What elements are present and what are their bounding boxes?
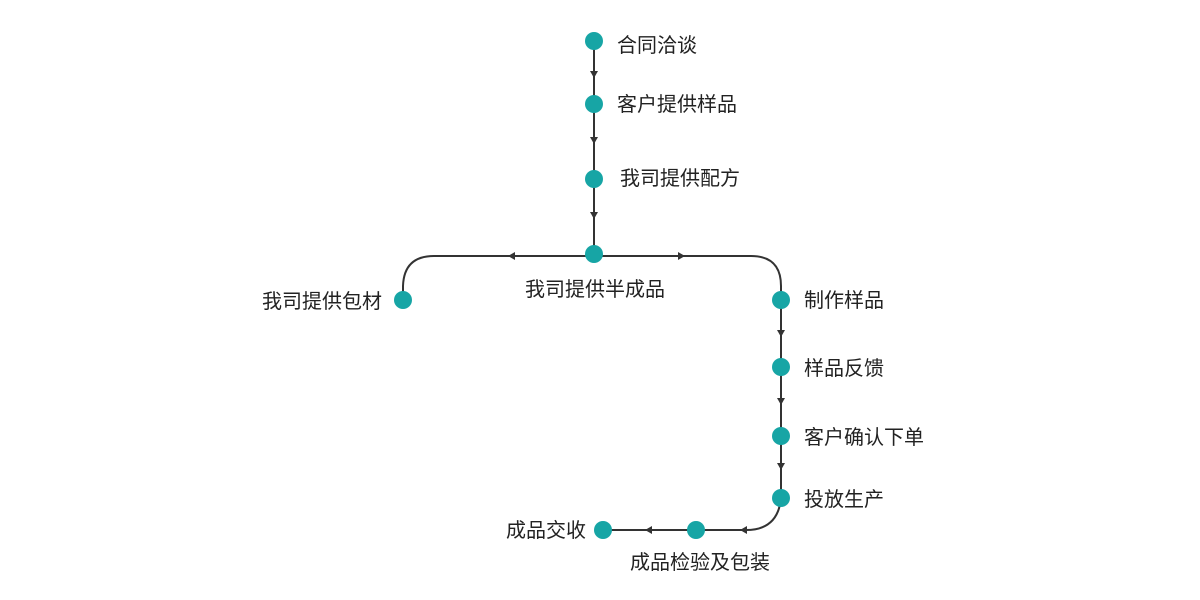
arrow-left-icon [508, 252, 515, 260]
label-production: 投放生产 [804, 487, 884, 511]
nodes [394, 32, 790, 539]
labels: 合同洽谈 客户提供样品 我司提供配方 我司提供半成品 我司提供包材 制作样品 样… [262, 33, 924, 574]
label-semi-finished: 我司提供半成品 [525, 277, 665, 301]
label-contract: 合同洽谈 [617, 33, 697, 57]
arrow-down-icon [777, 398, 785, 405]
node-packaging [394, 291, 412, 309]
node-semi-finished [585, 245, 603, 263]
label-packaging: 我司提供包材 [262, 289, 382, 313]
label-formula: 我司提供配方 [620, 166, 740, 190]
node-inspection [687, 521, 705, 539]
connector-semi-to-packaging [402, 255, 594, 300]
arrow-down-icon [590, 71, 598, 78]
arrow-down-icon [777, 330, 785, 337]
arrow-right-icon [678, 252, 685, 260]
arrow-left-icon [645, 526, 652, 534]
arrow-down-icon [590, 212, 598, 219]
label-delivery: 成品交收 [506, 518, 586, 542]
label-make-sample: 制作样品 [804, 288, 884, 312]
connector-production-to-inspection [696, 497, 782, 531]
node-production [772, 489, 790, 507]
arrow-left-icon [740, 526, 747, 534]
arrow-down-icon [777, 463, 785, 470]
node-formula [585, 170, 603, 188]
node-feedback [772, 358, 790, 376]
arrow-down-icon [590, 137, 598, 144]
connector-semi-to-make-sample [594, 255, 782, 300]
node-customer-sample [585, 95, 603, 113]
label-inspection: 成品检验及包装 [630, 550, 770, 574]
label-feedback: 样品反馈 [804, 356, 884, 380]
label-confirm-order: 客户确认下单 [804, 425, 924, 449]
node-confirm-order [772, 427, 790, 445]
node-make-sample [772, 291, 790, 309]
arrowheads [508, 71, 785, 534]
node-contract [585, 32, 603, 50]
label-customer-sample: 客户提供样品 [617, 92, 737, 116]
node-delivery [594, 521, 612, 539]
